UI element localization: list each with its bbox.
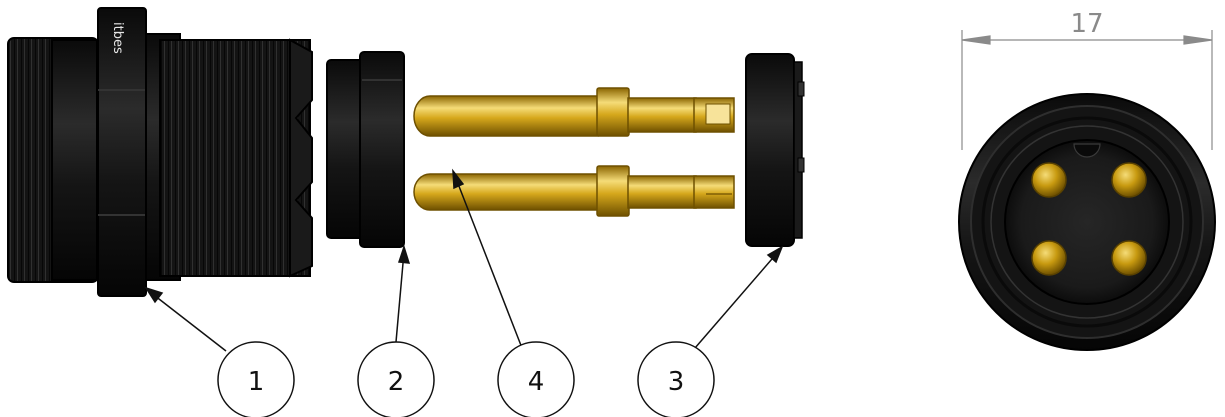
leader-2	[395, 244, 411, 343]
contact-pin-lower	[413, 165, 735, 217]
dimension-value: 17	[1070, 9, 1103, 39]
leader-1	[144, 286, 227, 352]
callout-3-label: 3	[668, 367, 685, 397]
callout-1-label: 1	[248, 367, 265, 397]
callout-balloon-3: 3	[637, 341, 715, 417]
part-4-contact-pins	[413, 87, 735, 217]
connector-end-view: 17	[958, 9, 1216, 351]
part-1-threaded-housing: itbes	[7, 7, 313, 297]
part-2-insulator	[326, 51, 405, 248]
part-label-text: itbes	[110, 22, 125, 54]
contact-pin-upper	[413, 87, 735, 137]
leader-3	[694, 245, 784, 349]
callout-balloon-1: 1	[217, 341, 295, 417]
callout-balloon-4: 4	[497, 341, 575, 417]
callout-4-label: 4	[528, 367, 545, 397]
callout-leaders	[144, 168, 784, 352]
part-3-rear-insert	[745, 53, 805, 247]
callout-balloon-2: 2	[357, 341, 435, 417]
leader-4	[452, 168, 523, 349]
end-view-contacts	[1031, 162, 1147, 276]
dimension-annotation: 17	[961, 9, 1213, 150]
callout-2-label: 2	[388, 367, 405, 397]
